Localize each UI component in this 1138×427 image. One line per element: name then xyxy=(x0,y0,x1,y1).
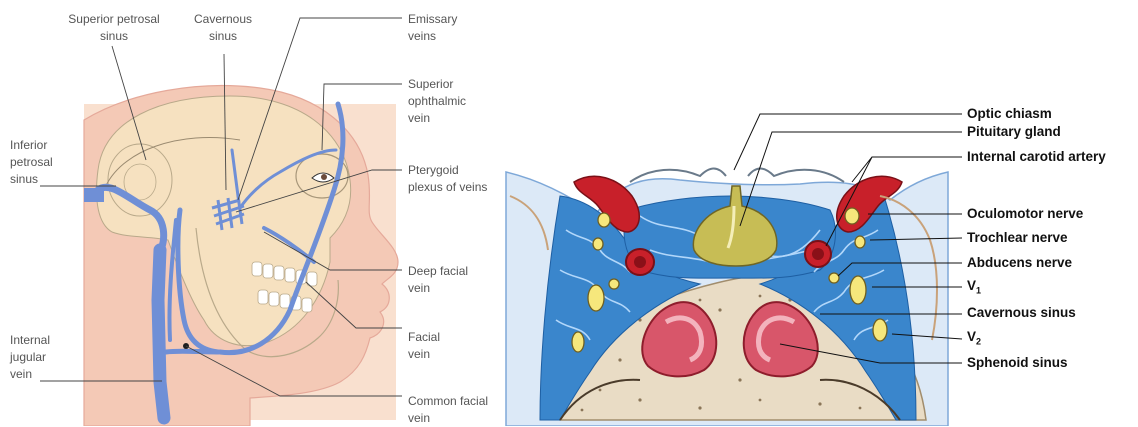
oculomotor-nerve xyxy=(845,208,859,224)
common-facial-vein xyxy=(166,351,218,352)
label-internal-carotid-artery: Internal carotid artery xyxy=(967,149,1106,165)
label-v1-main: V xyxy=(967,278,976,293)
label-facial-vein: Facial vein xyxy=(408,329,440,363)
label-abducens-nerve: Abducens nerve xyxy=(967,255,1072,271)
label-pterygoid-plexus: Pterygoid plexus of veins xyxy=(408,162,487,196)
label-cavernous-sinus: Cavernous sinus xyxy=(186,11,260,45)
ophthalmic-nerve xyxy=(850,276,866,304)
transverse-sinus-stub xyxy=(84,188,104,202)
internal-jugular-vein xyxy=(158,250,164,418)
maxillary-nerve xyxy=(873,319,887,341)
label-emissary-veins: Emissary veins xyxy=(408,11,457,45)
label-v1-subscript: 1 xyxy=(976,286,981,296)
label-optic-chiasm: Optic chiasm xyxy=(967,106,1052,122)
label-sphenoid-sinus: Sphenoid sinus xyxy=(967,355,1068,371)
label-inferior-petrosal-sinus: Inferior petrosal sinus xyxy=(10,137,53,188)
abducens-nerve xyxy=(829,273,839,283)
label-v2-subscript: 2 xyxy=(976,337,981,347)
label-superior-petrosal-sinus: Superior petrosal sinus xyxy=(50,11,178,45)
pupil xyxy=(321,174,327,180)
label-oculomotor-nerve: Oculomotor nerve xyxy=(967,206,1083,222)
carotid-lumen-right xyxy=(812,248,824,260)
carotid-lumen-left xyxy=(634,256,646,268)
label-common-facial-vein: Common facial vein xyxy=(408,393,488,427)
cavernous-sinus-illustration xyxy=(506,114,962,426)
label-v2-main: V xyxy=(967,329,976,344)
trochlear-nerve xyxy=(855,236,865,248)
label-internal-jugular-vein: Internal jugular vein xyxy=(10,332,50,383)
head-illustration xyxy=(40,18,402,426)
label-cavernous-sinus-right: Cavernous sinus xyxy=(967,305,1076,321)
label-v1: V1 xyxy=(967,278,981,299)
label-v2: V2 xyxy=(967,329,981,350)
label-pituitary-gland: Pituitary gland xyxy=(967,124,1061,140)
label-superior-ophthalmic-vein: Superior ophthalmic vein xyxy=(408,76,466,127)
label-trochlear-nerve: Trochlear nerve xyxy=(967,230,1068,246)
label-deep-facial-vein: Deep facial vein xyxy=(408,263,468,297)
